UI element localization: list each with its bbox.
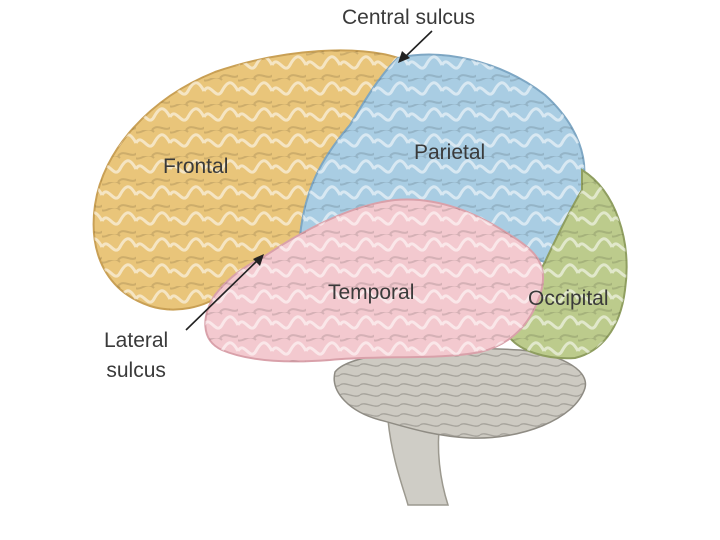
label-frontal: Frontal <box>163 155 228 179</box>
cerebellum <box>334 348 585 438</box>
label-central-sulcus: Central sulcus <box>342 6 475 30</box>
label-parietal: Parietal <box>414 141 485 165</box>
label-lateral-sulcus: Lateral sulcus <box>104 326 168 386</box>
label-temporal: Temporal <box>328 281 414 305</box>
label-lateral-line1: Lateral <box>104 326 168 356</box>
label-occipital: Occipital <box>528 287 609 311</box>
label-lateral-line2: sulcus <box>104 356 168 386</box>
